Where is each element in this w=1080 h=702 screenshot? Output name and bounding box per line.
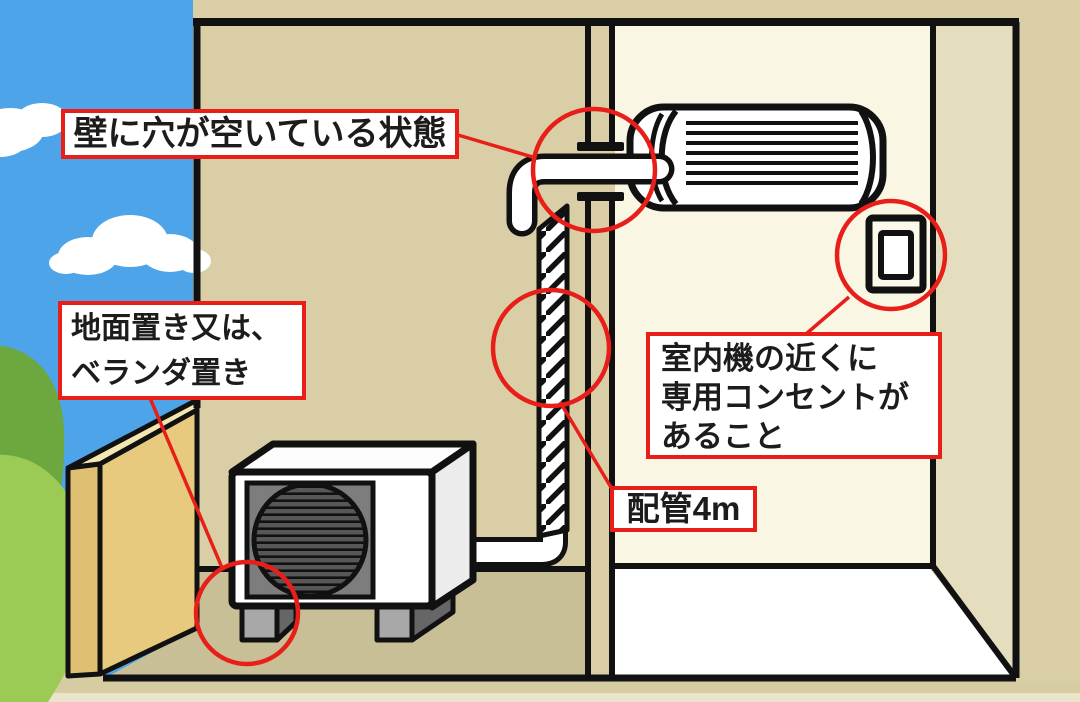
wall-hole-cap-bottom <box>577 192 624 201</box>
refrigerant-pipe-top <box>506 153 675 237</box>
fan-icon <box>251 481 369 599</box>
outdoor-unit-foot-circle <box>193 559 301 667</box>
power-outlet <box>865 214 927 294</box>
balcony-floor <box>105 569 588 681</box>
annotation-text: 室内機の近くに <box>661 341 878 376</box>
annotation-label-piping: 配管4m <box>610 486 757 532</box>
insulated-pipe-circle <box>490 287 612 409</box>
annotation-text: 地面置き又は、 <box>71 312 281 345</box>
insulated-pipe <box>536 203 570 539</box>
annotation-text: 配管4m <box>626 490 741 527</box>
annotation-text: 専用コンセントが <box>661 380 909 415</box>
outdoor-unit-side-face <box>428 440 477 611</box>
leader-wall-hole <box>457 133 537 160</box>
annotation-text: ベランダ置き <box>71 357 251 390</box>
indoor-unit-vents <box>686 121 858 185</box>
indoor-ac-unit <box>626 103 887 212</box>
parapet-end-face <box>65 461 103 679</box>
leader-placement <box>148 397 225 571</box>
annotation-leader-lines <box>148 133 851 571</box>
interior-floor <box>615 569 1013 676</box>
outdoor-ac-unit <box>228 440 477 643</box>
annotation-label-placement: 地面置き又は、 ベランダ置き <box>58 301 306 400</box>
balcony-parapet-wall <box>65 397 200 679</box>
wall-hole-cap-top <box>577 142 624 151</box>
wall-cross-section <box>585 26 615 676</box>
annotation-highlights <box>193 106 948 667</box>
bottom-edge-strip <box>0 693 1080 702</box>
wall-hole-circle <box>530 106 658 234</box>
leader-piping <box>558 401 614 490</box>
leader-outlet <box>804 295 851 336</box>
annotation-label-outlet: 室内機の近くに 専用コンセントが あること <box>646 332 942 459</box>
annotation-label-wall-hole: 壁に穴が空いている状態 <box>61 109 459 159</box>
cloud <box>49 215 211 275</box>
refrigerant-pipe-bottom <box>443 507 568 567</box>
annotation-text: 壁に穴が空いている状態 <box>73 115 447 153</box>
power-outlet-circle <box>834 198 948 312</box>
interior-floor-diagonal <box>930 564 1019 680</box>
interior-right-wall <box>933 26 1016 678</box>
annotation-text: あること <box>661 419 785 454</box>
indoor-unit-right-cap <box>858 109 876 206</box>
cloud <box>0 103 68 157</box>
